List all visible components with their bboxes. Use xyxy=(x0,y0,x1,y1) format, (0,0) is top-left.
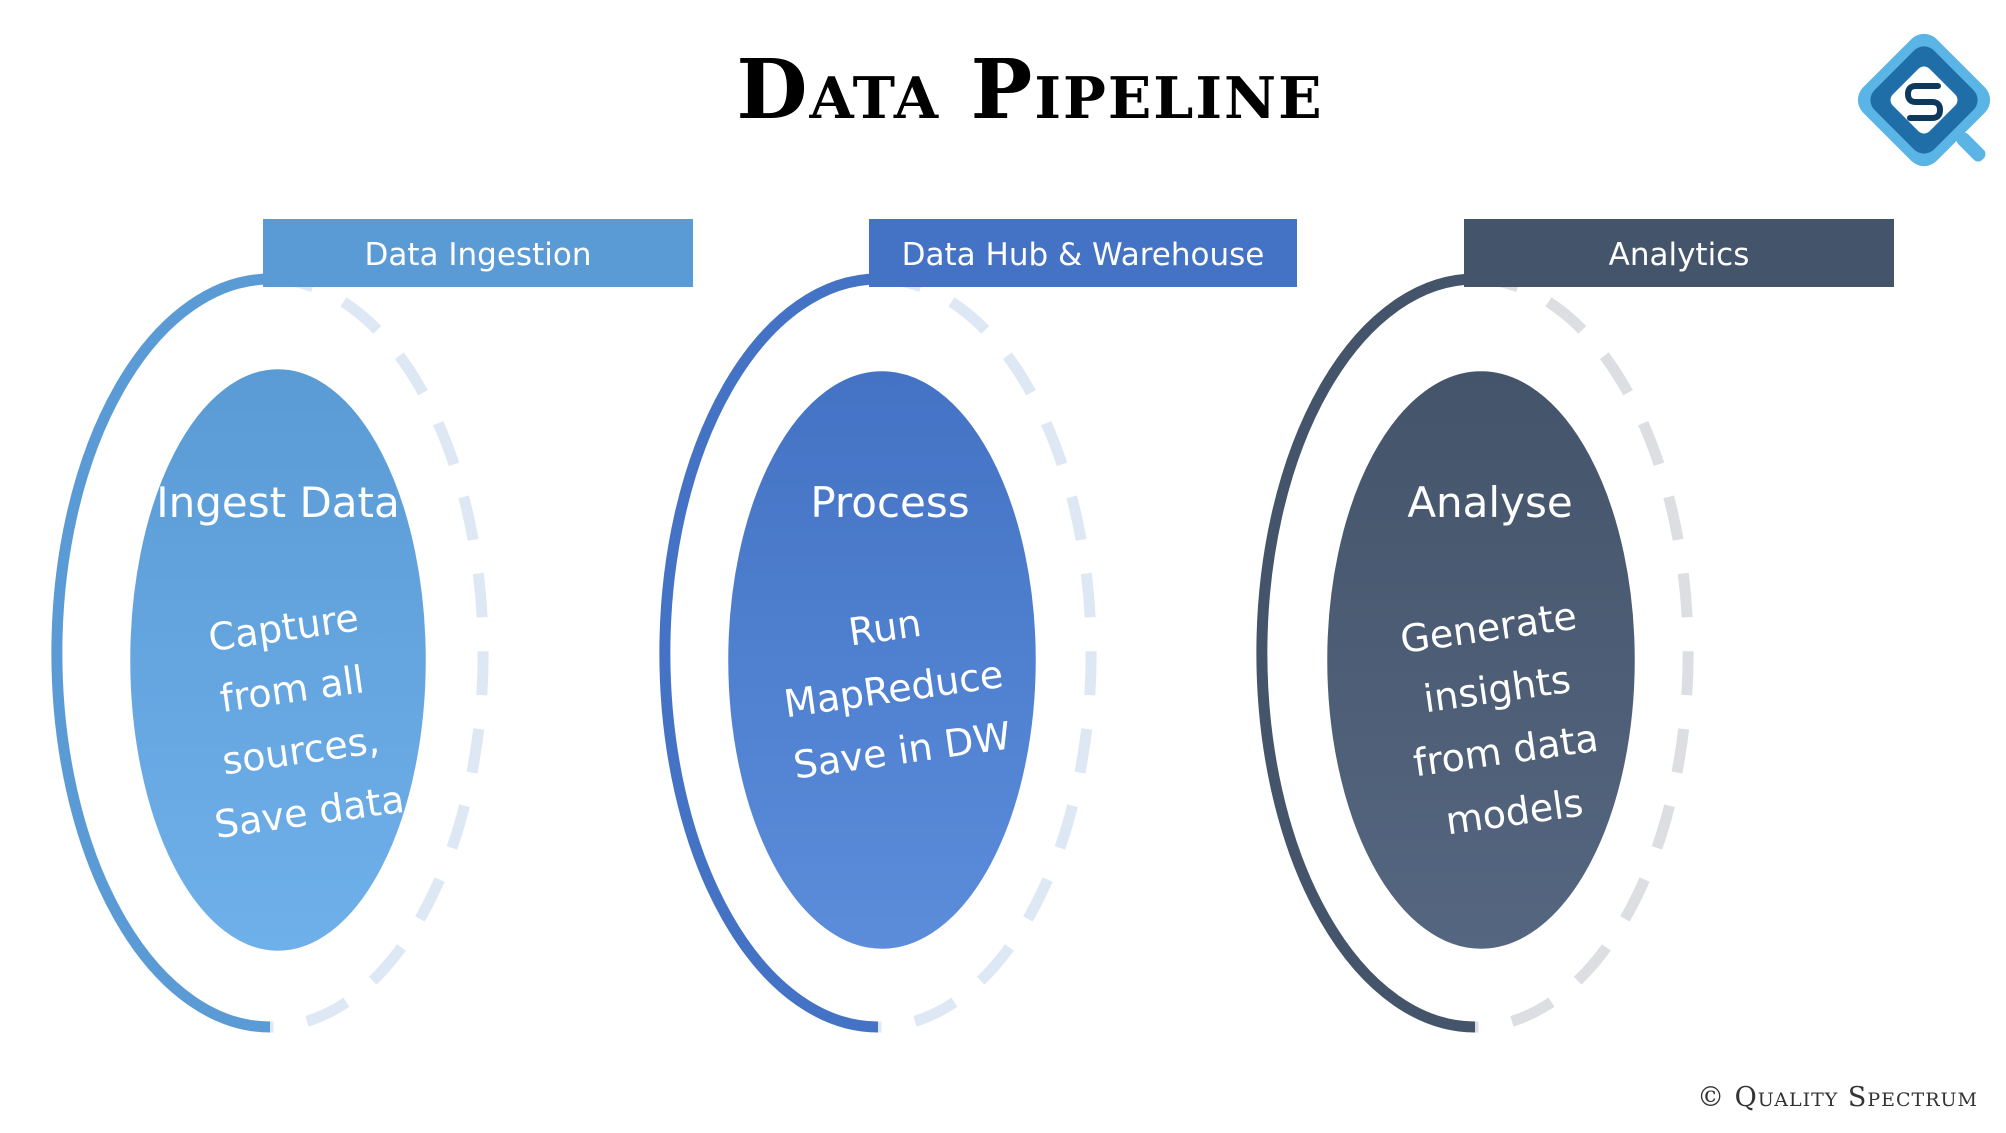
stage-ellipse xyxy=(127,366,429,954)
stage-analytics: Analytics Analyse Generate insights from… xyxy=(1256,219,1894,1033)
stage-heading: Ingest Data xyxy=(156,478,400,527)
page-title: Data Pipeline xyxy=(736,42,1323,138)
stage-body-line: Run xyxy=(846,601,924,655)
stage-header-bar xyxy=(1464,219,1894,287)
stage-ellipse xyxy=(1324,368,1638,952)
stage-header-label: Data Hub & Warehouse xyxy=(902,237,1265,273)
outer-arc xyxy=(51,273,271,1033)
copyright-notice: © Quality Spectrum xyxy=(1697,1082,1978,1113)
stage-heading: Analyse xyxy=(1407,478,1572,527)
outer-arc xyxy=(659,273,879,1033)
stage-header-bar xyxy=(263,219,693,287)
stage-header-label: Analytics xyxy=(1609,237,1750,273)
dashed-arc xyxy=(877,273,1097,1033)
stage-data-hub-warehouse: Data Hub & Warehouse Process Run MapRedu… xyxy=(659,219,1297,1033)
dashed-arc xyxy=(1474,273,1694,1033)
stage-header-bar xyxy=(869,219,1297,287)
stage-ellipse xyxy=(725,368,1039,952)
stage-data-ingestion: Data Ingestion Ingest Data Capture from … xyxy=(51,219,693,1033)
stage-header-label: Data Ingestion xyxy=(365,237,592,273)
quality-spectrum-logo-icon xyxy=(1857,33,1991,167)
outer-arc xyxy=(1256,273,1476,1033)
dashed-arc xyxy=(269,273,489,1033)
stage-heading: Process xyxy=(810,478,969,527)
